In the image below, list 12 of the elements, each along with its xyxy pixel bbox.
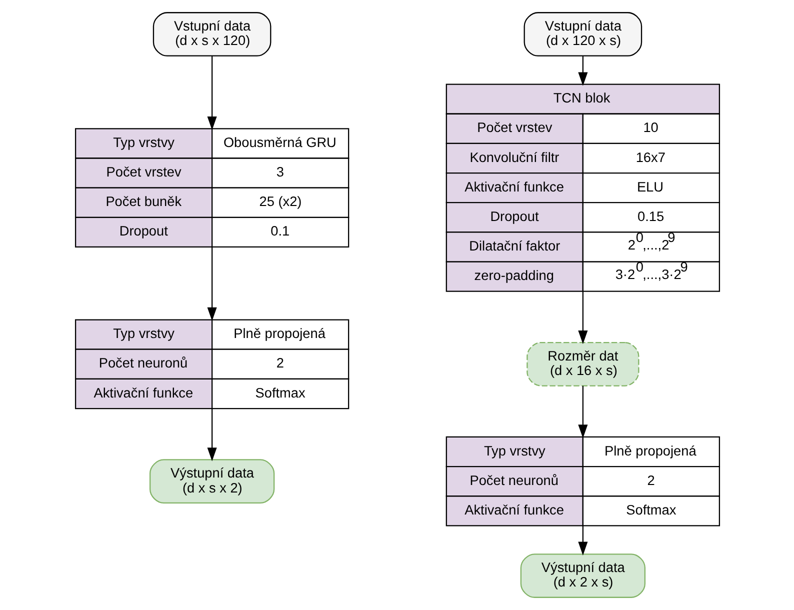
node-box: Výstupní data (d x 2 x s) [520,554,645,598]
arrow [578,526,588,556]
arrow [206,247,216,322]
node-box: Rozměr dat (d x 16 x s) [526,342,639,386]
arrow [206,408,216,462]
node-box: Výstupní data (d x s x 2) [149,459,274,504]
arrow [206,56,216,130]
arrow [578,56,588,86]
arrow [578,386,588,438]
node-box: Vstupní data (d x 120 x s) [523,12,642,56]
arrow [578,292,588,344]
node-box: Vstupní data (d x s x 120) [152,12,271,56]
